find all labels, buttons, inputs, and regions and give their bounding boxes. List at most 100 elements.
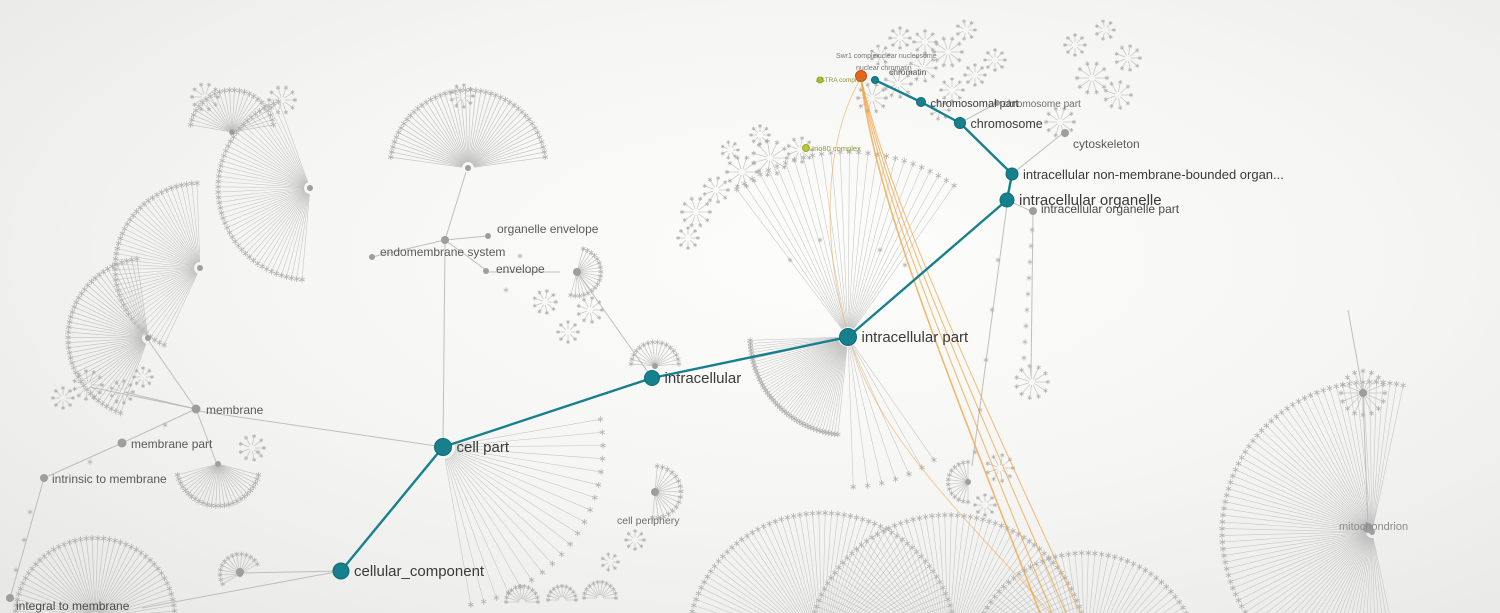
term-node[interactable]: [994, 100, 1000, 106]
leaf-term-glyph: [65, 329, 71, 336]
node-intracellular-organelle[interactable]: [999, 192, 1015, 208]
fan-spoke: [454, 447, 603, 459]
term-node[interactable]: [1029, 207, 1037, 215]
highlight-term-1-node[interactable]: [816, 76, 824, 84]
leaf-term-glyph: [1085, 550, 1092, 556]
node-label-chromosomal-part[interactable]: chromosomal part: [931, 98, 1019, 110]
fan-spoke: [110, 343, 146, 410]
node-chromosomal-part[interactable]: [916, 97, 926, 107]
node-intracellular-part[interactable]: [839, 328, 857, 346]
leaf-term-glyph: [891, 522, 898, 529]
fan-spoke: [1370, 537, 1373, 613]
fan-pivot-node[interactable]: [307, 185, 313, 191]
term-node[interactable]: [483, 268, 489, 274]
term-node[interactable]: [485, 233, 491, 239]
leaf-term-glyph: [548, 589, 553, 594]
leaf-term-glyph: [748, 349, 755, 356]
node-label-intracellular-organelle[interactable]: intracellular organelle: [1019, 192, 1162, 209]
node-cell-part[interactable]: [434, 438, 452, 456]
term-node[interactable]: [573, 268, 581, 276]
term-node[interactable]: [40, 474, 48, 482]
node-label-cell-part[interactable]: cell part: [457, 439, 510, 456]
fan-pivot-node[interactable]: [215, 461, 221, 467]
term-node[interactable]: [1061, 129, 1069, 137]
selected-term-node[interactable]: [855, 70, 867, 82]
leaf-term-glyph: [241, 88, 248, 95]
ancestor-path-edge: [441, 376, 654, 449]
fan-spoke: [1304, 536, 1369, 613]
leaf-term-glyph: [1238, 454, 1245, 461]
fan-spoke: [695, 599, 733, 613]
node-chromosome[interactable]: [954, 117, 966, 129]
fan-pivot-node[interactable]: [652, 363, 658, 369]
node-label-chromosome[interactable]: chromosome: [971, 117, 1043, 131]
term-node[interactable]: [441, 236, 449, 244]
leaf-term-glyph: [542, 154, 549, 161]
leaf-term-glyph: [1027, 395, 1032, 401]
leaf-term-glyph: [585, 290, 591, 296]
fan-spoke: [983, 548, 1040, 613]
leaf-term-glyph: [705, 218, 710, 223]
node-label-intracellular-non-membrane-bounded-organelle[interactable]: intracellular non-membrane-bounded organ…: [1023, 167, 1284, 182]
leaf-term-glyph: [876, 61, 880, 66]
leaf-term-glyph: [246, 90, 253, 97]
fan-pivot-node[interactable]: [197, 265, 203, 271]
fan-spoke: [848, 153, 869, 328]
leaf-term-glyph: [914, 77, 919, 82]
leaf-term-glyph: [133, 208, 140, 215]
leaf-term-glyph: [526, 585, 531, 590]
fan-spoke: [1121, 60, 1127, 69]
fan-spoke: [919, 517, 940, 613]
leaf-term-glyph: [749, 529, 756, 536]
node-intracellular-non-membrane-bounded-organelle[interactable]: [1005, 167, 1019, 181]
fan-cluster: [72, 368, 105, 402]
term-node[interactable]: [117, 438, 127, 448]
fan-pivot-node[interactable]: [465, 165, 471, 171]
node-cellular-component[interactable]: [332, 562, 350, 580]
fan-pivot-node[interactable]: [145, 335, 151, 341]
fan-pivot-node[interactable]: [229, 129, 235, 135]
leaf-term-glyph: [908, 61, 913, 66]
leaf-term-glyph: [1246, 443, 1252, 450]
fan-spoke: [446, 458, 497, 598]
term-node[interactable]: [236, 568, 244, 576]
leaf-term-glyph: [1387, 380, 1393, 387]
leaf-term-glyph: [1338, 390, 1344, 396]
node-intracellular[interactable]: [644, 370, 660, 386]
fan-spoke: [1347, 537, 1371, 613]
leaf-term-glyph: [581, 595, 587, 601]
leaf-term-glyph: [948, 512, 954, 518]
term-label: ASTRA complex: [816, 77, 864, 84]
leaf-term-glyph: [613, 591, 618, 596]
fan-spoke: [234, 191, 306, 242]
term-node[interactable]: [1359, 389, 1367, 397]
leaf-term-glyph: [99, 400, 106, 407]
highlight-term-2-node[interactable]: [802, 144, 810, 152]
term-node[interactable]: [6, 594, 14, 602]
fan-spoke: [851, 553, 909, 613]
leaf-term-glyph: [251, 93, 257, 100]
leaf-term-glyph: [128, 382, 133, 387]
fan-spoke: [20, 588, 84, 613]
chromatin-node-node[interactable]: [871, 76, 879, 84]
term-node[interactable]: [1363, 523, 1373, 533]
node-label-intracellular[interactable]: intracellular: [665, 370, 742, 387]
leaf-term-glyph: [145, 197, 151, 204]
leaf-term-glyph: [983, 357, 989, 363]
leaf-term-glyph: [1101, 36, 1105, 41]
fan-spoke: [701, 587, 753, 613]
leaf-term-glyph: [1101, 19, 1105, 24]
fan-spoke: [803, 157, 846, 328]
node-label-cellular-component[interactable]: cellular_component: [354, 563, 485, 580]
fan-spoke: [91, 538, 96, 613]
leaf-term-glyph: [225, 555, 231, 561]
fan-spoke: [774, 521, 810, 613]
term-node[interactable]: [191, 404, 201, 414]
fan-spoke: [771, 342, 841, 399]
term-node[interactable]: [651, 488, 659, 496]
leaf-term-glyph: [954, 512, 961, 519]
node-label-intracellular-part[interactable]: intracellular part: [862, 329, 970, 346]
term-node[interactable]: [369, 254, 375, 260]
fan-pivot-node[interactable]: [965, 479, 971, 485]
